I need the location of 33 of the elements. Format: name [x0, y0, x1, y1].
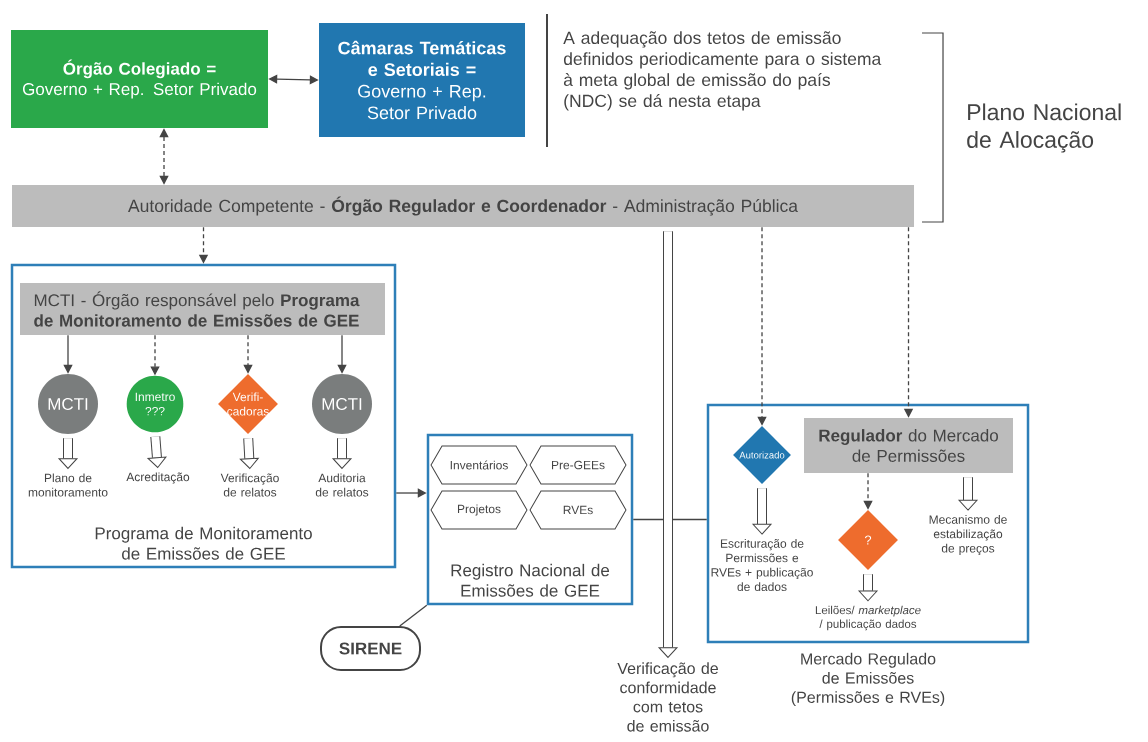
section-title: Plano Nacional de Alocação	[967, 103, 1121, 153]
diamond-node: ?	[838, 510, 898, 570]
diamond-node: Verifi- cadoras	[218, 374, 278, 434]
circle-node: MCTI	[312, 374, 372, 434]
block-arrow	[658, 231, 678, 658]
caption-text: Acreditação	[126, 472, 190, 484]
caption-text: Auditoria de relatos	[315, 473, 369, 497]
connector-line	[399, 604, 428, 627]
diamond-node: Autorizado	[733, 426, 791, 484]
caption-text: Mecanismo de estabilização de preços	[929, 515, 1007, 555]
block-arrow	[858, 574, 878, 602]
circle-node: MCTI	[38, 374, 98, 434]
block-arrow	[752, 488, 772, 535]
block-arrow	[958, 477, 978, 511]
caption-text: Verificação de relatos	[220, 473, 279, 497]
authority-band: Autoridade Competente - Órgão Regulador e Coordenador - Administração Pública	[12, 185, 914, 227]
info-box: Câmaras Temáticas e Setoriais = Governo + Rep. Setor Privado	[319, 23, 525, 137]
header-box: MCTI - Órgão responsável pelo Programa de Monitoramento de Emissões de GEE	[20, 283, 385, 335]
caption-text: Escrituração de Permissões e RVEs + publicação de dados	[711, 539, 813, 591]
header-box: Regulador do Mercado de Permissões	[804, 418, 1013, 473]
connector-line	[632, 518, 708, 521]
rounded-box: SIRENE	[320, 626, 421, 671]
caption-text: Leilões/ marketplace / publicação dados	[815, 605, 921, 631]
circle-node: Inmetro ???	[126, 375, 184, 433]
node-label: Mercado Regulado de Emissões (Permissões e RVEs)	[791, 652, 945, 707]
note-text: A adequação dos tetos de emissão definidos periodicamente para o sistema à meta global de emissão do país (NDC) se dá nesta etapa	[563, 31, 882, 111]
block-arrow	[147, 436, 167, 468]
block-arrow	[58, 438, 78, 469]
block-arrow	[332, 438, 352, 469]
block-arrow	[239, 437, 259, 469]
caption-text: Plano de monitoramento	[28, 473, 108, 497]
info-box: Órgão Colegiado = Governo + Rep. Setor Privado	[11, 30, 268, 128]
caption-text: Verificação de conformidade com tetos de emissão	[617, 662, 718, 732]
